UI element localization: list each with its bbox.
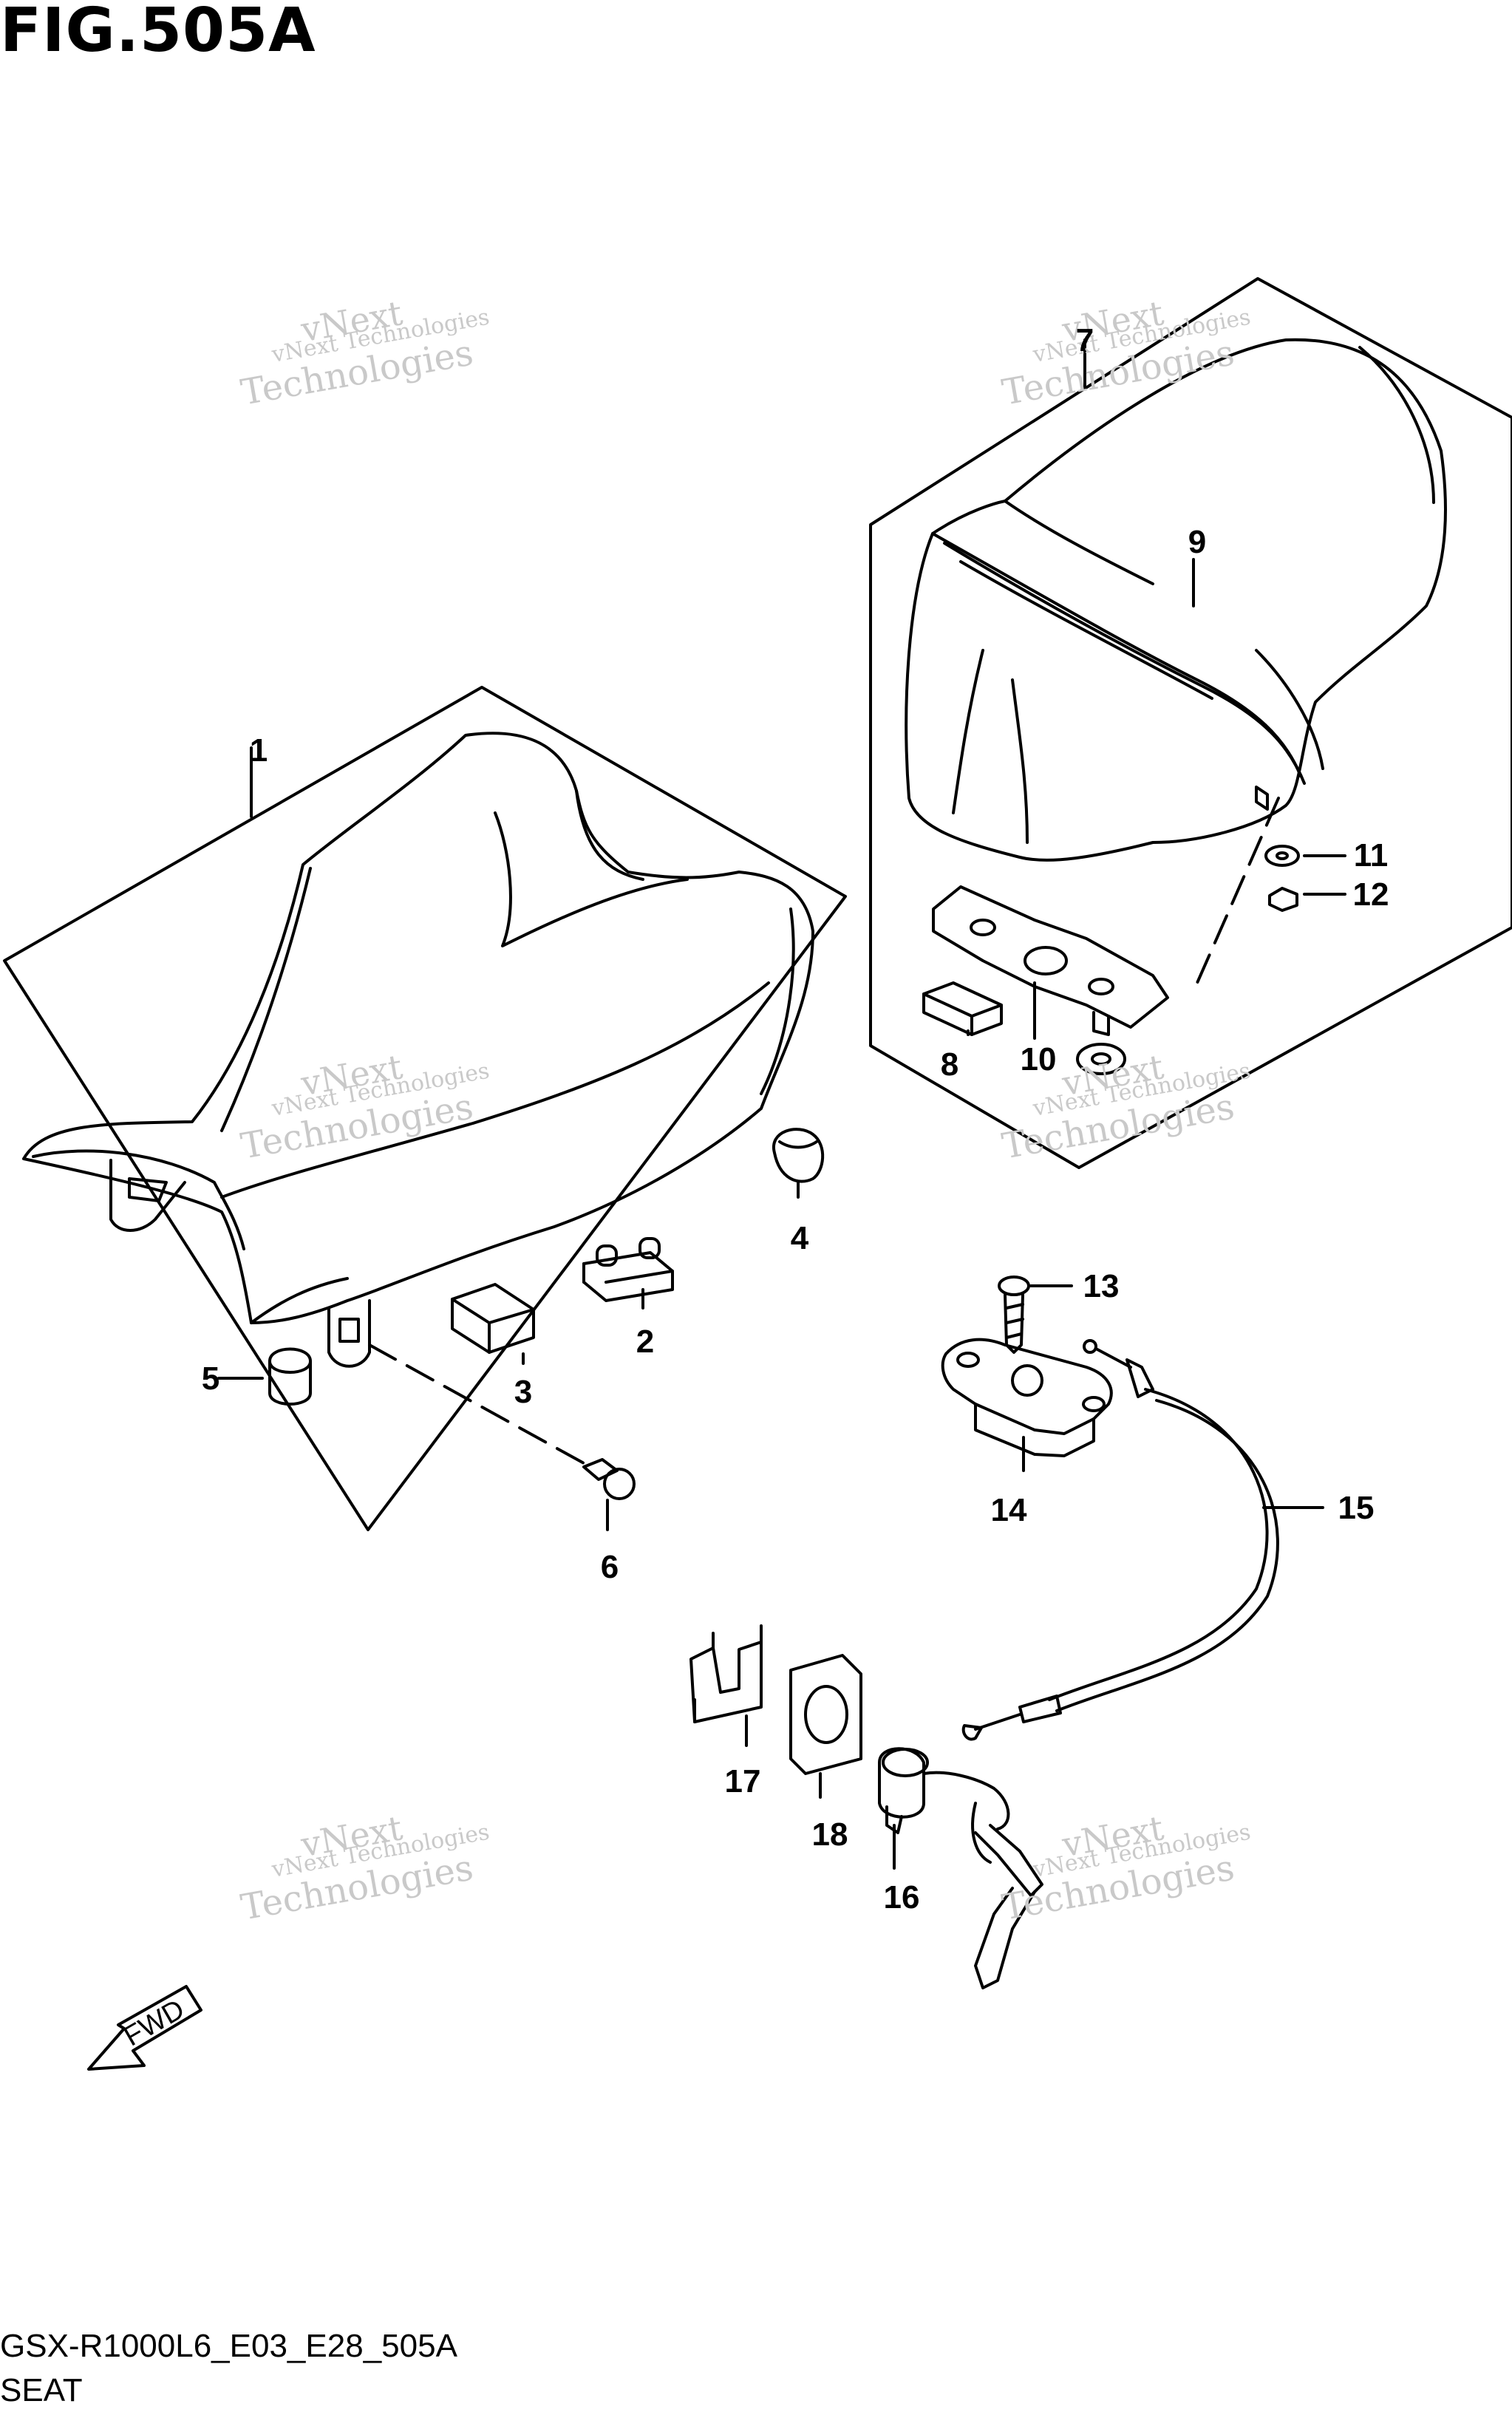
part-13-lock-housing bbox=[941, 1338, 1113, 1457]
figure-title: FIG.505A bbox=[0, 0, 316, 66]
watermark: vNext Technologies vNext Technologies bbox=[999, 1808, 1253, 1929]
fwd-label: FWD bbox=[119, 1994, 190, 2053]
callout-18: 18 bbox=[812, 1816, 848, 1853]
rear-seat-group-box bbox=[869, 277, 1512, 1169]
callout-14: 14 bbox=[991, 1492, 1027, 1528]
front-seat bbox=[22, 732, 814, 1368]
rear-seat-cover bbox=[905, 338, 1447, 862]
assembly-line bbox=[368, 1343, 585, 1465]
callout-1: 1 bbox=[250, 732, 268, 769]
callout-7: 7 bbox=[1076, 322, 1094, 358]
callout-15: 15 bbox=[1338, 1490, 1375, 1526]
callout-17: 17 bbox=[725, 1763, 761, 1799]
part-6-bolt bbox=[582, 1458, 636, 1500]
callout-2: 2 bbox=[636, 1324, 654, 1360]
callout-4: 4 bbox=[791, 1220, 809, 1256]
watermark: vNext Technologies vNext Technologies bbox=[238, 293, 491, 414]
part-4-cushion bbox=[772, 1128, 825, 1183]
watermark: vNext Technologies vNext Technologies bbox=[999, 293, 1253, 414]
figure-name: SEAT bbox=[0, 2372, 83, 2408]
part-8-pad bbox=[922, 981, 1003, 1036]
part-16-key-lock bbox=[878, 1747, 1043, 1989]
part-18-plate bbox=[789, 1654, 862, 1775]
part-10-bushing bbox=[1076, 1043, 1126, 1075]
callout-3: 3 bbox=[514, 1374, 532, 1410]
front-seat-group-box bbox=[3, 686, 847, 1531]
watermark: vNext Technologies vNext Technologies bbox=[238, 1808, 491, 1929]
callout-16: 16 bbox=[884, 1879, 920, 1915]
callout-9: 9 bbox=[1188, 524, 1206, 560]
part-17-clip bbox=[689, 1624, 763, 1723]
watermark: vNext Technologies vNext Technologies bbox=[238, 1046, 491, 1168]
callout-12: 12 bbox=[1353, 876, 1389, 913]
part-10-bracket bbox=[932, 885, 1169, 1036]
callout-10: 10 bbox=[1021, 1041, 1057, 1077]
part-11-washer bbox=[1264, 845, 1300, 867]
part-14-screw bbox=[998, 1276, 1030, 1354]
callout-6: 6 bbox=[601, 1549, 619, 1585]
callout-13: 13 bbox=[1083, 1268, 1120, 1304]
part-5-cushion bbox=[268, 1347, 312, 1406]
fwd-arrow-icon bbox=[87, 1985, 202, 2071]
part-15-cable bbox=[961, 1339, 1279, 1741]
part-3-pad bbox=[451, 1283, 535, 1354]
part-2-damper bbox=[582, 1237, 674, 1302]
part-12-nut bbox=[1268, 887, 1298, 912]
figure-code: GSX-R1000L6_E03_E28_505A bbox=[0, 2328, 457, 2364]
callout-11: 11 bbox=[1354, 837, 1389, 873]
callout-8: 8 bbox=[941, 1046, 958, 1083]
callout-5: 5 bbox=[202, 1360, 219, 1397]
rear-assembly-line bbox=[1196, 797, 1280, 984]
